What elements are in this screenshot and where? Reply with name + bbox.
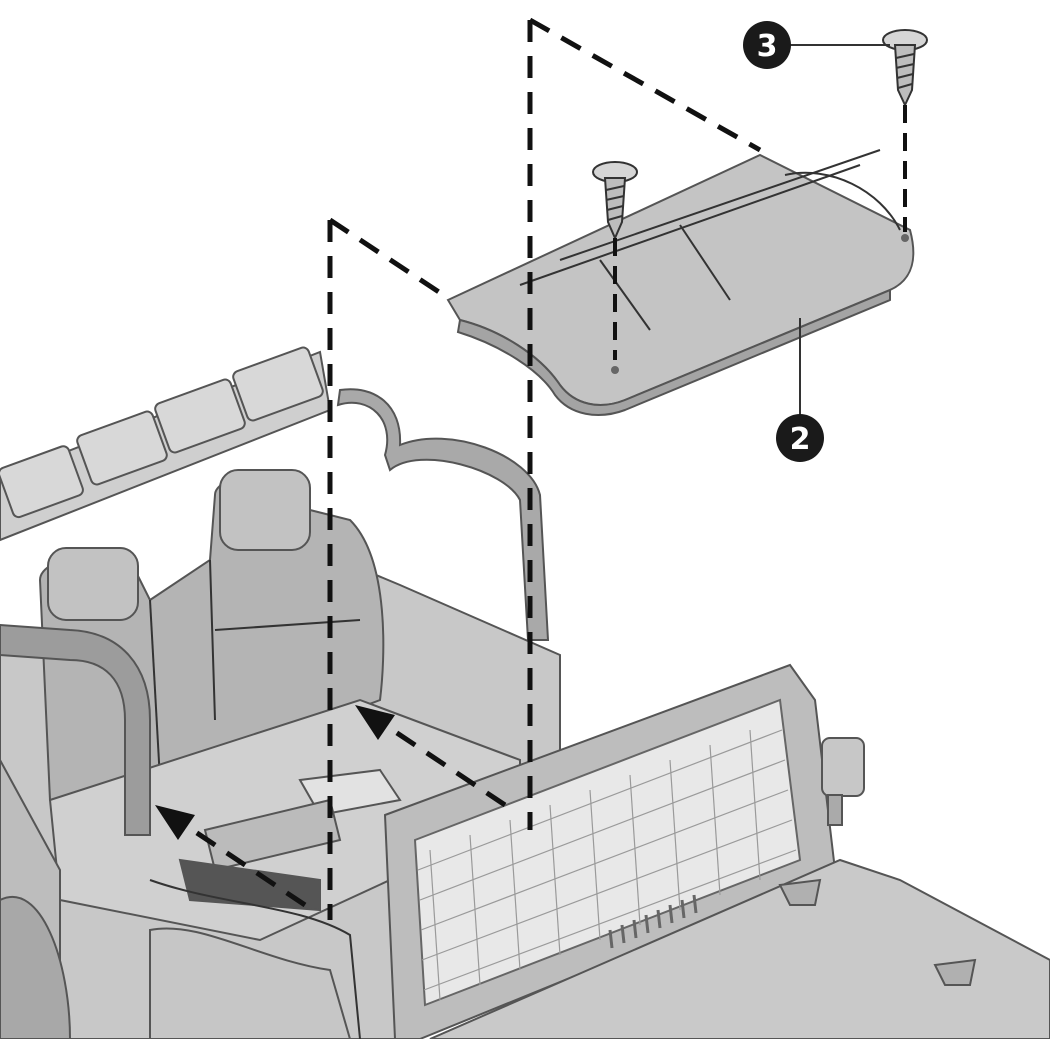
callout-number: 3 [757, 29, 778, 64]
windshield [383, 663, 837, 1039]
assembly-guide-lines [327, 17, 907, 920]
seat-panel-part [446, 149, 915, 416]
hood [429, 858, 1050, 1039]
arrow-icon [155, 805, 307, 908]
callout-3: 3 [743, 21, 890, 69]
callout-number: 2 [790, 422, 811, 457]
light-bar [0, 346, 332, 542]
screw-icon [882, 29, 928, 108]
side-mirror [821, 737, 865, 826]
arrow-icon [355, 705, 507, 808]
screw-icon [592, 161, 638, 241]
vehicle-body [0, 346, 1050, 1039]
callout-2: 2 [776, 318, 824, 462]
